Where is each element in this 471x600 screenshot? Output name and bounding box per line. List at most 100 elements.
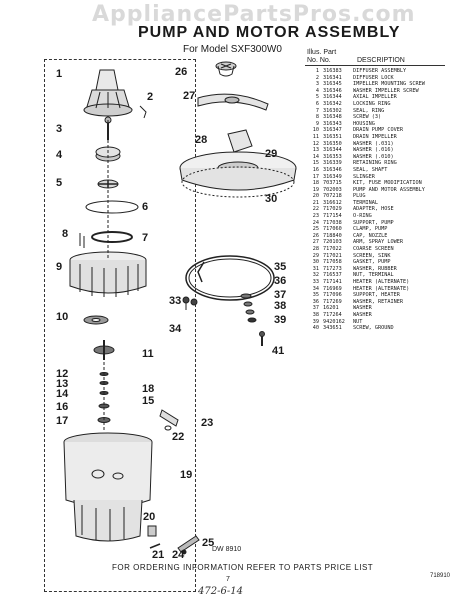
part-pn: 717141	[323, 279, 342, 285]
callout: 14	[56, 388, 69, 400]
part-pn: 316341	[323, 74, 342, 81]
ground-screw-drawing	[259, 331, 265, 346]
page-title: PUMP AND MOTOR ASSEMBLY	[138, 24, 401, 41]
callout: 7	[142, 232, 149, 244]
part-desc: O-RING	[353, 213, 372, 220]
part-pn: 343651	[323, 325, 342, 332]
part-desc: SCREW (3)	[353, 114, 382, 121]
callout: 20	[143, 511, 156, 523]
part-pn: 316350	[323, 140, 342, 147]
part-pn: 316383	[323, 68, 342, 74]
watermark: AppliancePartsPros.com	[92, 2, 416, 27]
part-desc: WASHER	[353, 305, 372, 312]
callout: 2	[147, 91, 154, 103]
part-no: 29	[312, 252, 319, 259]
callout: 5	[56, 177, 63, 189]
part-pn: 316612	[323, 199, 342, 206]
part-desc: DIFFUSER ASSEMBLY	[353, 68, 407, 74]
callout: 18	[142, 383, 155, 395]
part-desc: SUPPORT, HEATER	[353, 292, 400, 299]
sink-screen-drawing	[179, 151, 297, 198]
part-pn: 702003	[323, 186, 342, 193]
part-no: 37	[312, 305, 319, 312]
part-pn: 720103	[323, 239, 342, 246]
part-pn: 707218	[323, 193, 342, 200]
part-desc: HOUSING	[353, 120, 375, 127]
part-desc: SCREEN, SINK	[353, 252, 391, 259]
ordering-footer: FOR ORDERING INFORMATION REFER TO PARTS …	[112, 563, 374, 572]
pump-assembly-frame	[44, 59, 196, 592]
part-no: 6	[315, 100, 319, 107]
part-pn: 9420162	[323, 318, 345, 325]
model-label: For Model SXF300W0	[183, 44, 282, 55]
part-no: 23	[312, 213, 319, 220]
callout: 41	[272, 345, 285, 357]
part-no: 27	[312, 239, 319, 246]
callout: 36	[274, 275, 287, 287]
part-no: 30	[312, 259, 319, 266]
part-pn: 316345	[323, 81, 342, 88]
part-pn: 717154	[323, 213, 342, 220]
terminal-drawing	[149, 543, 161, 549]
part-no: 15	[312, 160, 319, 167]
callout: 30	[265, 193, 278, 205]
nozzle-cap-drawing	[215, 61, 237, 77]
part-desc: ADAPTER, HOSE	[353, 206, 394, 213]
part-desc: WASHER, RUBBER	[353, 265, 397, 272]
part-no: 12	[312, 140, 319, 147]
part-no: 9	[315, 120, 319, 127]
part-desc: HEATER (ALTERNATE)	[353, 285, 410, 292]
part-desc: ARM, SPRAY LOWER	[353, 239, 403, 246]
part-no: 5	[315, 94, 319, 101]
part-pn: 717096	[323, 292, 342, 299]
part-desc: DRAIN PUMP COVER	[353, 127, 403, 134]
part-no: 19	[312, 186, 319, 193]
callout: 39	[274, 314, 287, 326]
impeller-washer-drawing	[95, 146, 121, 162]
part-no: 22	[312, 206, 319, 213]
retainer-washers-drawing	[240, 293, 257, 323]
callout: 35	[274, 261, 287, 273]
part-desc: RETAINING RING	[353, 160, 397, 167]
diffuser-lock-drawing	[139, 105, 147, 119]
part-no: 33	[312, 279, 319, 285]
part-no: 17	[312, 173, 319, 180]
part-no: 20	[312, 193, 319, 200]
housing-drawing	[69, 251, 147, 297]
part-no: 11	[312, 133, 319, 140]
callout: 3	[56, 123, 63, 135]
part-no: 14	[312, 153, 319, 160]
part-desc: WASHER (.010)	[353, 153, 394, 160]
part-desc: PUMP AND MOTOR ASSEMBLY	[353, 186, 425, 193]
part-no: 35	[312, 292, 319, 299]
part-no: 34	[312, 285, 319, 292]
part-pn: 316346	[323, 166, 342, 173]
motor-drawing	[63, 432, 153, 542]
diffuser-assembly-drawing	[83, 69, 133, 117]
part-desc: WASHER (.031)	[353, 140, 394, 147]
parts-header-no: No. No.	[307, 57, 331, 64]
callout: 13	[56, 378, 69, 390]
callout: 34	[169, 323, 182, 335]
part-no: 1	[315, 68, 319, 74]
part-desc: WASHER, RETAINER	[353, 298, 403, 305]
seal-ring-drawing	[91, 231, 133, 243]
callout: 23	[201, 417, 214, 429]
part-desc: DRAIN IMPELLER	[353, 133, 397, 140]
